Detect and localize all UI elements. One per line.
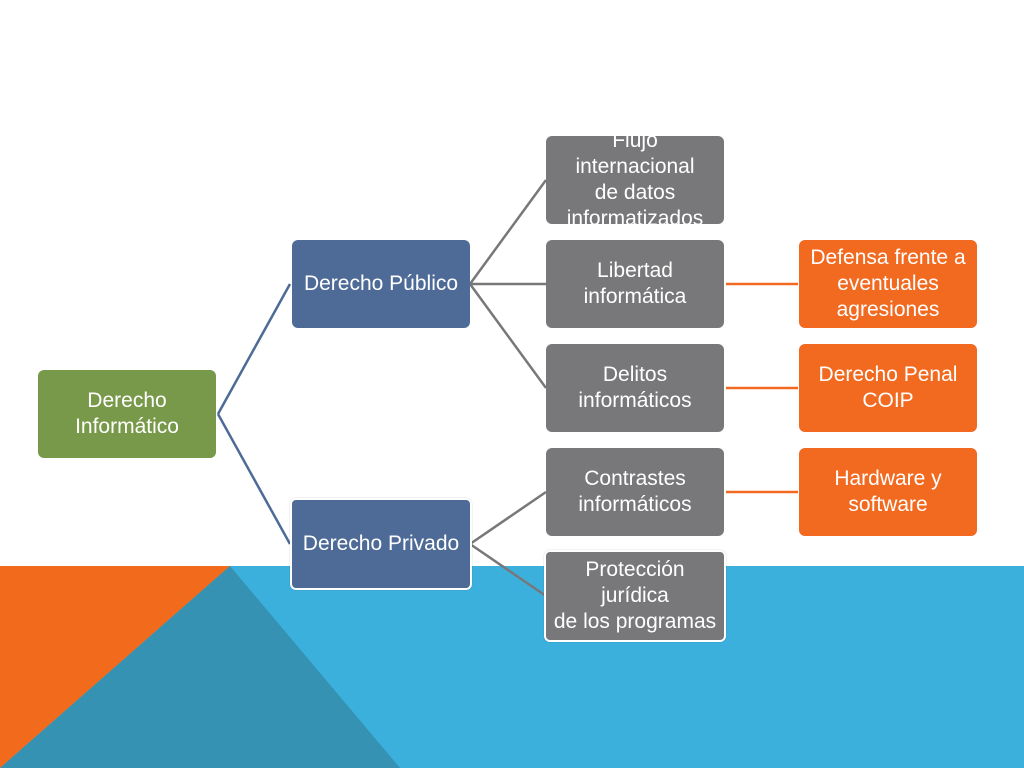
node-libertad-informatica: Libertad informática [546,240,724,328]
connector-publico-delitos [468,283,548,389]
node-derecho-publico: Derecho Público [292,240,470,328]
node-defensa-frente-label: Defensa frente a eventuales agresiones [810,246,966,321]
connector-root-privado [216,413,292,545]
node-flujo-internacional: Flujo internacional de datos informatiza… [546,129,724,230]
node-delitos-informaticos: Delitos informáticos [546,344,724,432]
node-hardware-software-label: Hardware y software [834,467,942,516]
node-defensa-frente: Defensa frente a eventuales agresiones [799,240,977,328]
node-derecho-penal: Derecho Penal COIP [799,344,977,432]
node-derecho-penal-label: Derecho Penal COIP [818,363,958,412]
connector-publico-flujo [468,179,548,285]
node-flujo-internacional-label: Flujo internacional de datos informatiza… [566,129,704,230]
node-derecho-privado: Derecho Privado [290,498,472,590]
node-hardware-software: Hardware y software [799,448,977,536]
node-libertad-informatica-label: Libertad informática [583,259,687,308]
connector-privado-contrastes [469,490,547,546]
connector-privado-proteccion [469,542,547,598]
node-contrastes-informaticos-label: Contrastes informáticos [578,467,692,516]
connector-root-publico [216,283,292,415]
node-derecho-informatico: Derecho Informático [38,370,216,458]
node-contrastes-informaticos: Contrastes informáticos [546,448,724,536]
node-derecho-privado-label: Derecho Privado [302,532,460,555]
node-proteccion-juridica-label: Protección jurídica de los programas [553,558,717,633]
node-derecho-publico-label: Derecho Público [303,272,459,295]
node-proteccion-juridica: Protección jurídica de los programas [544,550,726,642]
node-derecho-informatico-label: Derecho Informático [75,389,179,438]
teal-triangle [0,566,400,768]
node-delitos-informaticos-label: Delitos informáticos [578,363,692,412]
